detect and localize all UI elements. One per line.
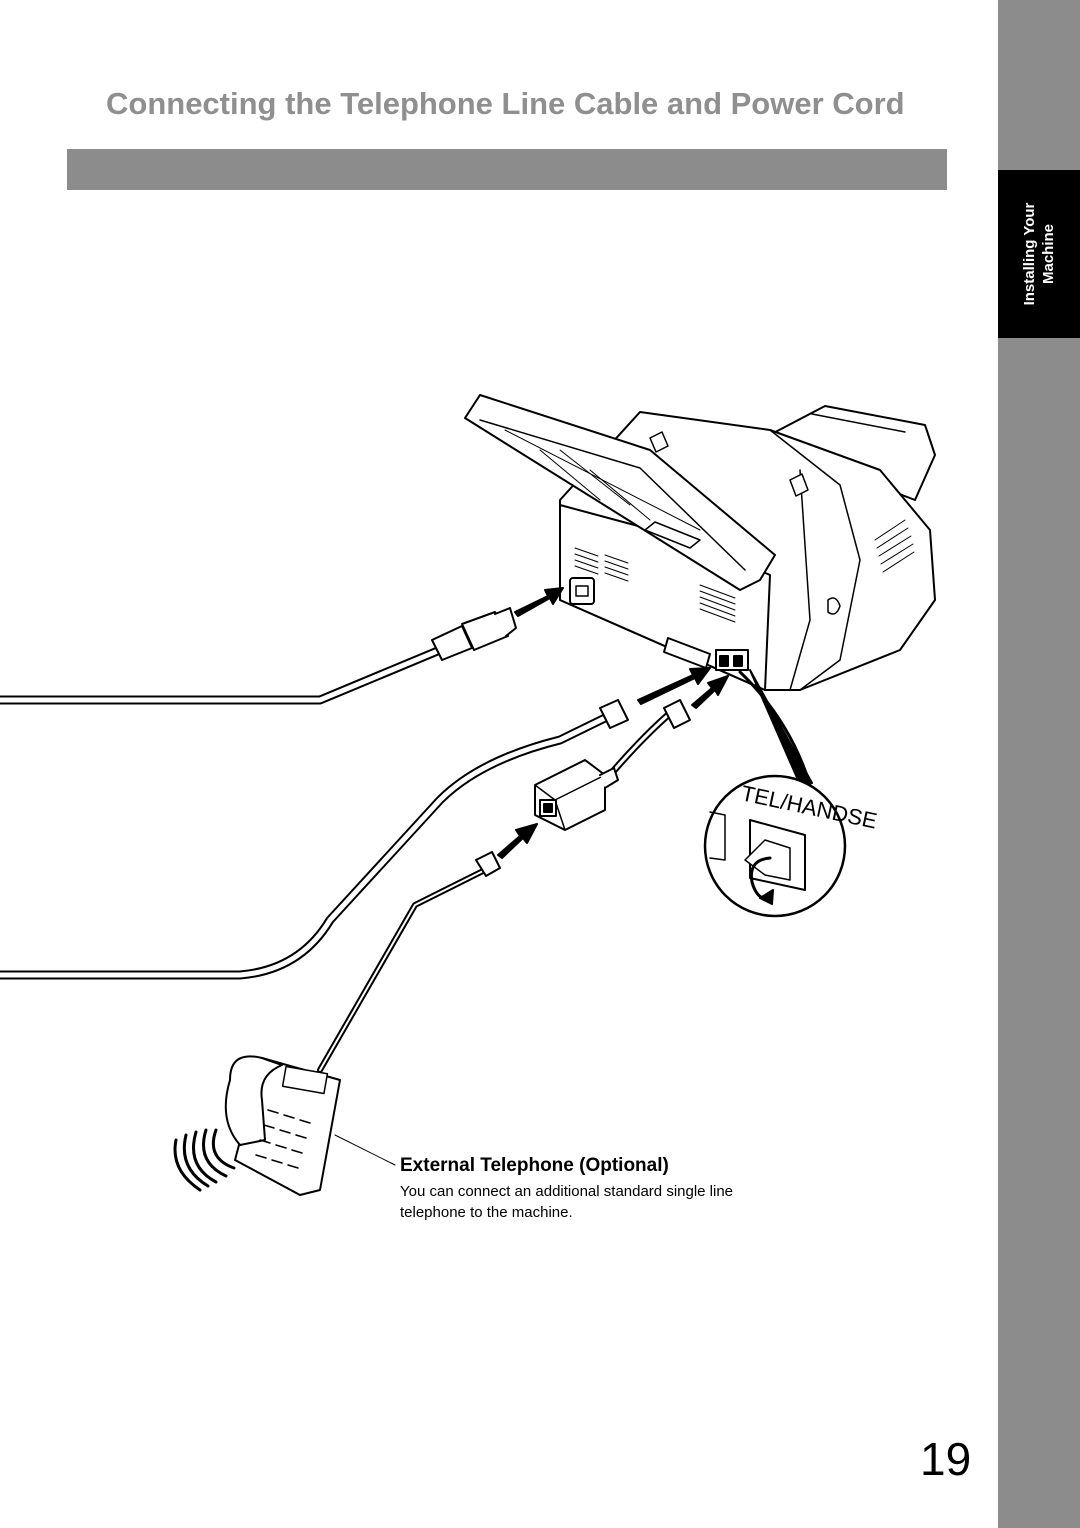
rear-vents — [574, 547, 736, 623]
telephone-line-cable — [0, 699, 629, 980]
section-tab: Installing Your Machine — [998, 170, 1080, 338]
power-arrow — [514, 587, 564, 617]
page-title: Connecting the Telephone Line Cable and … — [106, 86, 905, 121]
phone-arrow — [497, 823, 538, 859]
caption-title: External Telephone (Optional) — [400, 1155, 669, 1176]
power-cord — [0, 607, 517, 705]
section-tab-label: Installing Your Machine — [1020, 203, 1058, 306]
adapter-cable — [606, 699, 691, 779]
caption-body: You can connect an additional standard s… — [400, 1183, 734, 1221]
section-tab-line1: Installing Your — [1021, 202, 1038, 306]
caption-leader — [334, 1134, 396, 1166]
title-bar — [67, 149, 947, 190]
section-tab-line2: Machine — [1040, 223, 1057, 285]
page-number: 19 — [920, 1433, 972, 1485]
modular-adapter — [534, 759, 619, 831]
handset-arrow — [691, 675, 729, 709]
external-phone-cable — [317, 851, 501, 1073]
fax-machine — [464, 394, 936, 691]
connection-illustration: TEL/HANDSE — [0, 394, 936, 1196]
phone-keypad — [255, 1109, 311, 1169]
side-vents — [874, 519, 915, 573]
power-inlet — [569, 577, 595, 605]
external-telephone — [173, 1055, 341, 1196]
line-arrow — [637, 667, 711, 705]
jack-callout: TEL/HANDSE — [703, 669, 879, 918]
